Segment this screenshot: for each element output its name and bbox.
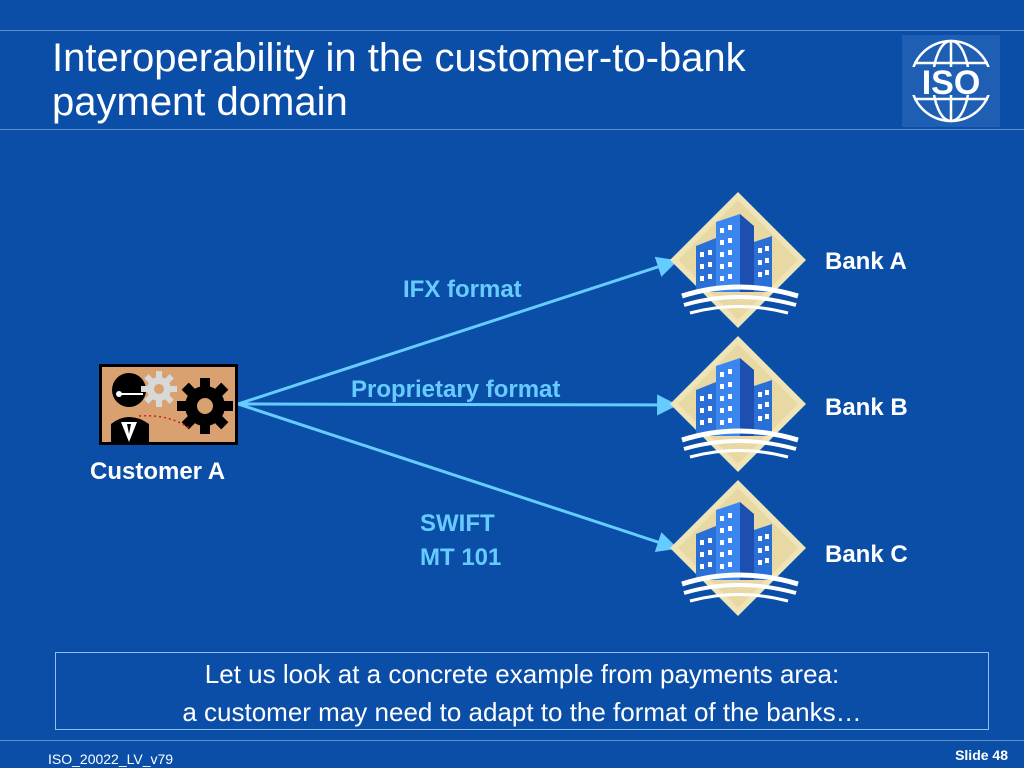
footer-rule [0,740,1024,741]
customer-label: Customer A [90,458,226,485]
person-with-gears-icon [99,364,238,445]
mt101-format-label: MT 101 [420,544,502,571]
swift-format-label: SWIFT [420,510,495,537]
note-line2: a customer may need to adapt to the form… [182,697,862,727]
note-line1: Let us look at a concrete example from p… [204,659,840,689]
arrow-to-bank-a [237,256,678,406]
iso-logo: ISO [902,35,1000,127]
iso-logo-text: ISO [922,64,981,102]
bank-a-label: Bank A [825,248,907,275]
slide-title: Interoperability in the customer-to-bank… [52,36,892,124]
arrow-to-bank-b [237,394,679,416]
slide-title-line1: Interoperability in the customer-to-bank [52,36,746,80]
arrow-to-bank-c [237,402,678,553]
flow-diagram [99,0,1024,650]
bank-b-building-icon [670,336,806,472]
ifx-format-label: IFX format [403,276,522,303]
bank-a-building-icon [670,192,806,328]
footer-doc-id: ISO_20022_LV_v79 [48,751,174,767]
slide-title-line2: payment domain [52,80,348,124]
bank-c-label: Bank C [825,541,908,568]
top-rule [0,30,1024,31]
title-rule [0,129,1024,130]
footer-slide-number: Slide 48 [955,747,1008,763]
bank-c-building-icon [670,480,806,616]
bank-b-label: Bank B [825,394,908,421]
note-box: Let us look at a concrete example from p… [55,652,989,730]
proprietary-format-label: Proprietary format [351,376,561,403]
